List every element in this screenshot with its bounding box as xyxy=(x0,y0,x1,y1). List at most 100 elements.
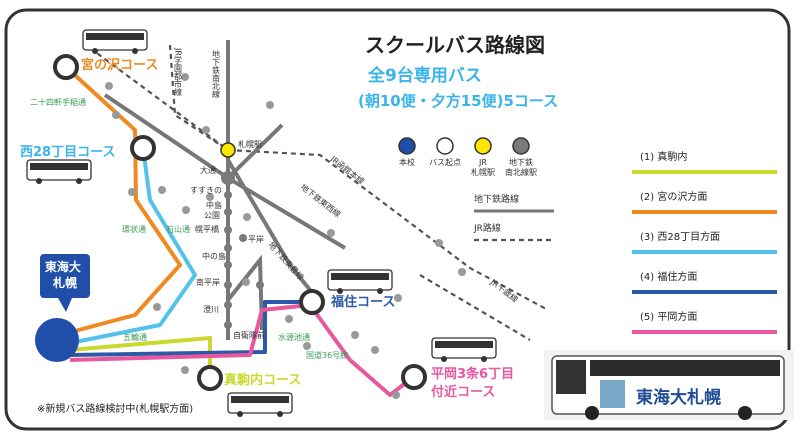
bus-photo: 東海大札幌 xyxy=(544,350,794,420)
tree-icon xyxy=(153,303,161,311)
tree-icon xyxy=(351,331,359,339)
jr-sapporo-station xyxy=(220,142,236,158)
legend-point-label: 本校 xyxy=(399,157,415,167)
label-mizuhara: 水源池通 xyxy=(278,332,310,342)
station-dot xyxy=(224,301,232,309)
tree-icon xyxy=(394,294,402,302)
label-kokudo36: 国道36号線 xyxy=(306,350,348,360)
station-dot xyxy=(224,281,232,289)
tree-icon xyxy=(158,186,166,194)
legend-point-label-line: 地下鉄 xyxy=(509,157,533,167)
subway-lines xyxy=(103,40,347,340)
jr-chitose-line xyxy=(419,274,531,341)
tree-icon xyxy=(435,239,443,247)
label-hiraoka-course: 平岡3条6丁目 付近コース xyxy=(431,366,519,400)
bus-icon xyxy=(82,29,148,54)
label-nijuyonken: 二十四軒手稲通 xyxy=(30,97,86,107)
legend-point-label-line: バス起点 xyxy=(429,158,461,167)
school-marker xyxy=(35,318,79,362)
course-legend-label: (3) 西28丁目方面 xyxy=(640,230,720,243)
station-dot xyxy=(224,208,232,216)
label-kanjo: 環状通 xyxy=(122,224,146,234)
course-legend-label: (2) 宮の沢方面 xyxy=(640,190,707,203)
station-dot xyxy=(224,191,232,199)
note-text: ※新規バス路線検討中(札幌駅方面) xyxy=(37,402,193,415)
label-nakajima-line2: 公園 xyxy=(204,211,220,220)
station-dot xyxy=(224,321,232,329)
subway-stations xyxy=(221,171,264,329)
label-makomanai-course: 真駒内コース xyxy=(224,372,301,388)
legend-point-label-line: 札幌駅 xyxy=(471,167,495,177)
bus-start-points xyxy=(53,54,427,391)
map-subtitle-2: (朝10便・夕方15便)5コース xyxy=(358,92,558,110)
label-gorin: 五輪通 xyxy=(123,332,147,342)
tree-icon xyxy=(327,229,335,237)
tree-icon xyxy=(182,206,190,214)
line-legend: 地下鉄路線 JR路線 xyxy=(473,193,554,242)
toho-line xyxy=(226,158,320,302)
station-odori xyxy=(221,171,235,185)
map-subtitle-1: 全9台専用バス xyxy=(367,65,482,86)
bus-icon xyxy=(431,337,497,362)
legend-point-marker xyxy=(474,137,492,155)
station-dot xyxy=(224,261,232,269)
bus-photo-text: 東海大札幌 xyxy=(636,387,721,408)
jr-line-west xyxy=(89,47,229,151)
station-dot xyxy=(239,234,247,242)
label-nakajima-line1: 中島 xyxy=(206,200,222,210)
label-hiragishi: 平岸 xyxy=(248,235,264,244)
start-fukuzumi xyxy=(299,289,325,315)
label-hiraoka-line2: 付近コース xyxy=(431,384,495,400)
school-label-box: 東海大 札幌 xyxy=(40,254,90,312)
tree-icon xyxy=(181,366,189,374)
course-legend-label: (1) 真駒内 xyxy=(640,150,687,163)
label-odori: 大通 xyxy=(200,165,216,175)
legend-point-marker xyxy=(512,137,530,155)
label-nakanoshima: 中の島 xyxy=(202,251,226,261)
legend-point-marker xyxy=(436,137,454,155)
station-dot xyxy=(256,281,264,289)
start-hiraoka xyxy=(401,364,427,390)
label-sumikawa: 澄川 xyxy=(203,304,219,314)
jr-lines xyxy=(89,44,549,341)
legend-point-label-line: JR xyxy=(478,158,487,167)
school-label-line1: 東海大 xyxy=(45,259,81,274)
route-miyanosawa xyxy=(59,65,182,337)
jr-hakodate-line xyxy=(227,148,549,311)
start-miyanosawa xyxy=(53,54,79,80)
station-dot xyxy=(224,226,232,234)
tree-icon xyxy=(242,278,250,286)
bus-icon xyxy=(327,269,393,294)
tree-icon xyxy=(266,101,274,109)
tree-icon xyxy=(392,391,400,399)
label-minami-hiragishi: 南平岸 xyxy=(196,277,220,287)
bus-icons xyxy=(26,29,497,417)
map-frame xyxy=(4,8,791,431)
station-dot xyxy=(224,244,232,252)
label-fukuzumi-course: 福住コース xyxy=(330,294,395,310)
tree-icon xyxy=(371,346,379,354)
route-makomanai xyxy=(69,336,212,378)
namboku-branch xyxy=(226,254,264,331)
label-jr-gakuen: JR学園都市線 xyxy=(174,47,183,96)
route-fukuzumi xyxy=(69,300,312,357)
tree-icon xyxy=(285,315,293,323)
legend-point-label-line: 本校 xyxy=(399,157,415,167)
label-hiraoka-line1: 平岡3条6丁目 xyxy=(431,366,514,382)
label-miyanosawa-course: 宮の沢コース xyxy=(81,57,158,73)
label-nakajima-koen: 中島 公園 xyxy=(204,200,225,220)
start-makomanai xyxy=(197,365,223,391)
tree-icon xyxy=(128,188,136,196)
course-legend-label: (4) 福住方面 xyxy=(640,270,697,283)
label-susukino: すすきの xyxy=(190,186,222,195)
label-namboku: 地下鉄南北線 xyxy=(212,49,221,98)
tree-icon xyxy=(303,342,311,350)
tree-icon xyxy=(181,73,189,81)
route-nishi28 xyxy=(69,147,197,345)
legend-jr-label: JR路線 xyxy=(473,222,501,234)
tree-icon xyxy=(105,82,113,90)
label-horohirabashi: 幌平橋 xyxy=(195,224,219,234)
